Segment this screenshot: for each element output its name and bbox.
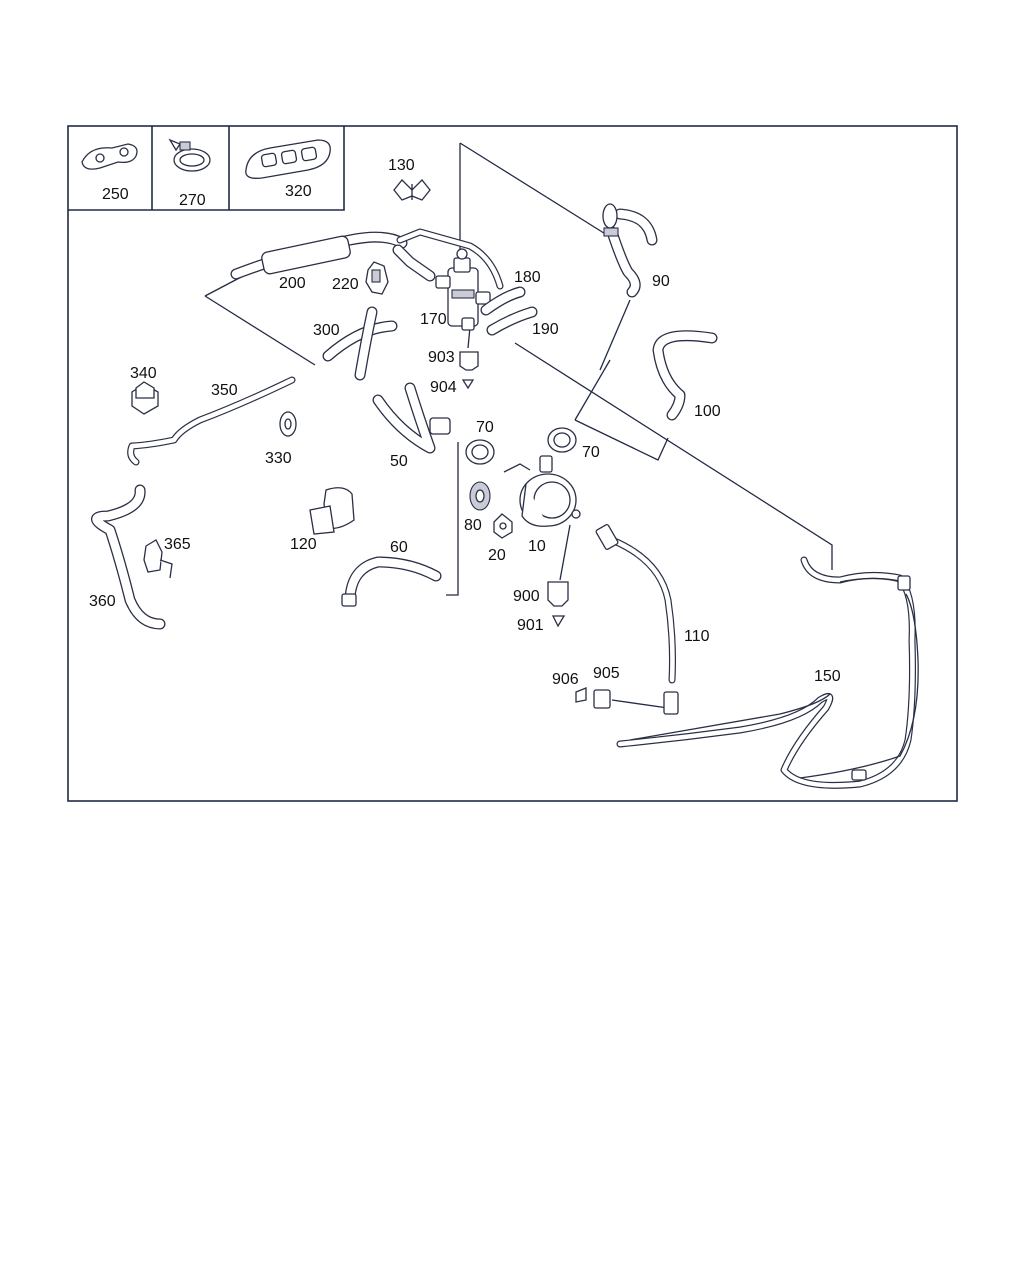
label-130: 130 <box>388 157 415 174</box>
label-120: 120 <box>290 536 317 553</box>
label-906: 906 <box>552 671 579 688</box>
inset-labels: 250 270 320 <box>102 183 312 209</box>
label-100: 100 <box>694 403 721 420</box>
nut-20 <box>493 513 513 539</box>
bracket-120 <box>309 487 355 535</box>
label-10: 10 <box>528 538 546 555</box>
label-50: 50 <box>390 453 408 470</box>
coolant-hose-300 <box>322 306 398 381</box>
hose-clamp-70 <box>465 427 577 465</box>
label-904: 904 <box>430 379 457 396</box>
wiring-harness-110 <box>595 524 679 715</box>
label-900: 900 <box>513 588 540 605</box>
label-200: 200 <box>279 275 306 292</box>
coolant-hose-360 <box>91 484 166 630</box>
part-labels: 10 20 50 60 70 70 80 90 100 110 120 130 … <box>89 157 841 688</box>
coolant-hose-90 <box>602 203 658 298</box>
label-70-right: 70 <box>582 444 600 461</box>
label-365: 365 <box>164 536 191 553</box>
washer-330 <box>279 411 297 437</box>
label-110: 110 <box>684 628 710 645</box>
coolant-pipe-350 <box>127 376 296 466</box>
grommet-80 <box>469 481 491 511</box>
label-20: 20 <box>488 547 506 564</box>
label-903: 903 <box>428 349 455 366</box>
coolant-hose-60 <box>341 556 442 607</box>
diagram-frame <box>67 125 958 802</box>
label-350: 350 <box>211 382 238 399</box>
label-80: 80 <box>464 517 482 534</box>
label-180: 180 <box>514 269 541 286</box>
coolant-pipe-upper <box>392 228 504 290</box>
coolant-hose-50 <box>372 382 451 454</box>
label-330: 330 <box>265 450 292 467</box>
clip-220-icon <box>365 261 389 295</box>
label-250: 250 <box>102 186 129 203</box>
mounting-pad-icon <box>245 139 331 179</box>
connector-900-901 <box>547 581 569 628</box>
connector-903-904 <box>459 351 479 390</box>
coolant-hose-200 <box>230 231 408 280</box>
label-150: 150 <box>814 668 841 685</box>
label-905: 905 <box>593 665 620 682</box>
label-300: 300 <box>313 322 340 339</box>
clip-365-icon <box>143 539 173 579</box>
label-170: 170 <box>420 311 447 328</box>
auxiliary-pump-10 <box>503 455 581 527</box>
clip-130-icon <box>393 179 431 201</box>
inset-panel <box>68 126 345 211</box>
label-340: 340 <box>130 365 157 382</box>
label-70-left: 70 <box>476 419 494 436</box>
wiring-harness-150 <box>616 556 919 789</box>
label-90: 90 <box>652 273 670 290</box>
label-320: 320 <box>285 183 312 200</box>
label-60: 60 <box>390 539 408 556</box>
label-190: 190 <box>532 321 559 338</box>
leader-lines <box>204 142 833 709</box>
label-270: 270 <box>179 192 206 209</box>
hose-clamp-icon <box>168 138 211 172</box>
label-360: 360 <box>89 593 116 610</box>
hose-180-190 <box>480 286 538 336</box>
connector-905-906 <box>575 687 611 709</box>
flange-nut-340 <box>131 381 159 415</box>
changeover-valve-170 <box>435 248 491 331</box>
coolant-hose-100 <box>652 330 718 421</box>
label-220: 220 <box>332 276 359 293</box>
plate-clip-icon <box>81 143 138 170</box>
label-901: 901 <box>517 617 544 634</box>
